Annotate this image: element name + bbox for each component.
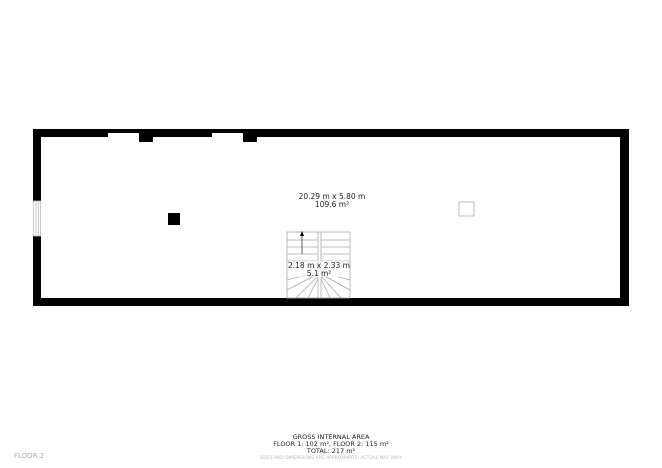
- gia-total: TOTAL: 217 m²: [306, 447, 356, 455]
- floor-label: FLOOR 2: [14, 452, 45, 460]
- stair-room-area: 5.1 m²: [307, 269, 332, 278]
- walls: [33, 129, 629, 306]
- gia-title: GROSS INTERNAL AREA: [292, 433, 370, 441]
- chimney-column: [168, 213, 180, 225]
- stair-room-dimensions: 2.18 m x 2.33 m: [288, 261, 350, 270]
- stair-direction-arrow-icon: [300, 231, 304, 236]
- main-room-dimensions: 20.29 m x 5.80 m: [299, 192, 366, 201]
- window-left: [33, 200, 41, 237]
- main-room-area: 109.6 m²: [315, 200, 349, 209]
- gia-floors: FLOOR 1: 102 m², FLOOR 2: 115 m²: [273, 440, 389, 448]
- disclaimer: SIZES AND DIMENSIONS ARE APPROXIMATE, AC…: [259, 456, 403, 461]
- skylight-fixture: [458, 201, 475, 217]
